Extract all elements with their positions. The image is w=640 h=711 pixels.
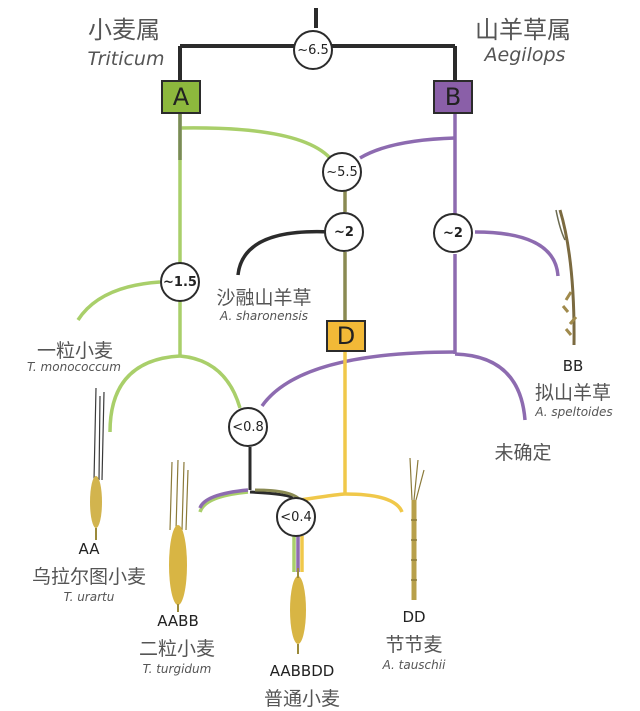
spike-turgidum (169, 459, 189, 612)
spike-aestivum (290, 568, 306, 654)
speltoides-latin: A. speltoides (535, 405, 613, 419)
node-mono-split: ~1.5 (160, 262, 200, 302)
b-to-tetraploid (260, 350, 456, 408)
monococcum-cn: 一粒小麦 (36, 340, 114, 362)
tauschii-branch (344, 492, 404, 513)
sharonensis-latin: A. sharonensis (220, 309, 308, 323)
spike-tauschii (409, 457, 425, 600)
tauschii-genome: DD (402, 608, 426, 626)
tauschii-cn: 节节麦 (385, 634, 443, 656)
node-d-split: ~2 (324, 212, 364, 252)
genus-right-cn: 山羊草属 (475, 16, 571, 44)
genome-box-d: D (326, 320, 366, 352)
undetermined-cn: 未确定 (494, 442, 552, 464)
urartu-cn: 乌拉尔图小麦 (31, 566, 147, 588)
b-to-ab (359, 136, 456, 160)
node-ab: ~5.5 (322, 152, 362, 192)
urartu-branch (108, 354, 181, 433)
speltoides-cn: 拟山羊草 (534, 382, 612, 404)
spike-urartu (90, 387, 105, 540)
urartu-latin: T. urartu (63, 590, 115, 604)
genus-right-latin: Aegilops (484, 44, 566, 66)
spike-speltoides (555, 209, 578, 346)
genome-box-a: A (161, 80, 201, 114)
phylogeny-diagram: 小麦属 Triticum 山羊草属 Aegilops A B D ~6.5 ~5… (27, 8, 613, 710)
turgidum-latin: T. turgidum (142, 662, 212, 676)
genome-box-b: B (433, 80, 473, 114)
speltoides-genome: BB (562, 357, 584, 375)
monococcum-latin: T. monococcum (27, 360, 121, 374)
aestivum-cn: 普通小麦 (263, 688, 341, 710)
turgidum-cn: 二粒小麦 (138, 638, 216, 660)
urartu-genome: AA (78, 540, 100, 558)
undetermined-branch (454, 352, 527, 421)
a-to-ab (179, 126, 332, 160)
sharonensis-cn: 沙融山羊草 (216, 287, 312, 309)
node-tetraploid: <0.8 (228, 407, 268, 447)
tauschii-latin: A. tauschii (382, 658, 446, 672)
monococcum-branch (76, 280, 161, 321)
node-b-split: ~2 (433, 213, 473, 253)
tree-lines (76, 8, 578, 654)
node-hexaploid: <0.4 (276, 497, 316, 537)
a-to-tetraploid (179, 354, 242, 409)
turgidum-genome: AABB (157, 612, 199, 630)
aestivum-genome: AABBDD (269, 662, 335, 680)
node-root: ~6.5 (293, 30, 333, 70)
speltoides-branch (474, 230, 560, 277)
genus-left-cn: 小麦属 (88, 16, 160, 44)
genus-left-latin: Triticum (87, 48, 165, 70)
sharonensis-branch (236, 229, 331, 276)
